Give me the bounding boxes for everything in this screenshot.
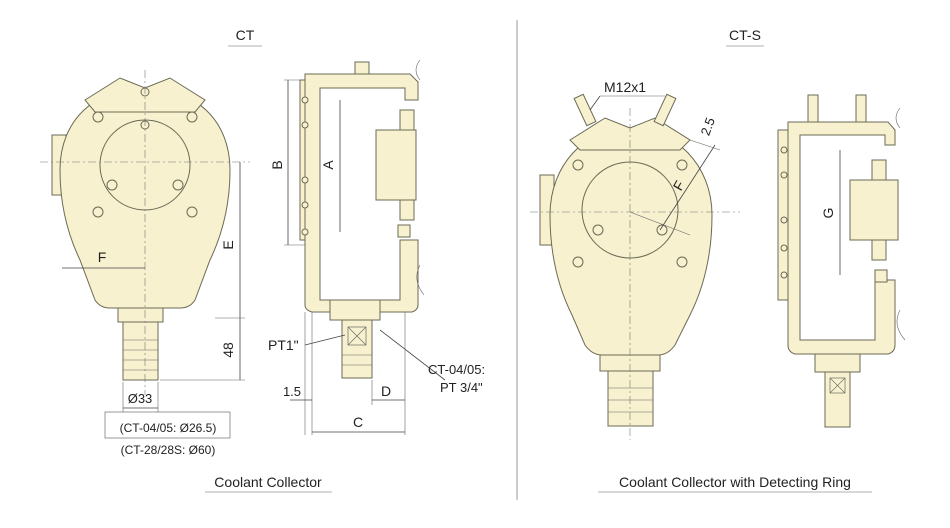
dim-48-label: 48 [220, 342, 236, 358]
bolt [106, 179, 118, 191]
ct-side-view [299, 59, 425, 379]
dim-g-label: G [820, 208, 836, 219]
dim-dia-ct0405: (CT-04/05: Ø26.5) [120, 421, 217, 435]
dim-25-label: 2.5 [698, 115, 718, 137]
cts-outlet-pipe [607, 370, 654, 427]
bolt [172, 179, 184, 191]
bolt [186, 111, 198, 123]
dim-e-label: E [220, 240, 236, 249]
ct-front-view [40, 70, 250, 395]
dim-b-label: B [269, 160, 285, 169]
bolt [186, 206, 198, 218]
dim-d-label: D [381, 383, 391, 399]
cts-front-view [530, 93, 740, 440]
dim-15-label: 1.5 [283, 384, 301, 399]
label-ct0405: CT-04/05: [428, 362, 485, 377]
ct-title: CT [236, 27, 255, 43]
dim-dia-ct28: (CT-28/28S: Ø60) [121, 443, 216, 457]
cts-side-view [777, 94, 906, 428]
dim-dia33: Ø33 [128, 391, 153, 406]
outlet-flange [117, 307, 164, 323]
bolt [92, 111, 104, 123]
dim-a-label: A [320, 160, 336, 170]
dim-f-label: F [98, 249, 107, 265]
label-m12: M12x1 [604, 79, 646, 95]
side-housing [304, 73, 419, 313]
side-window [375, 129, 417, 201]
dim-c-label: C [353, 414, 363, 430]
housing-face-circle [99, 119, 191, 211]
side-outlet-pipe [341, 319, 373, 379]
fitting [653, 93, 677, 127]
ct-caption: Coolant Collector [214, 474, 322, 490]
dia-note-box [104, 411, 231, 439]
label-pt34: PT 3/4" [440, 380, 483, 395]
fitting [573, 93, 597, 127]
cts-caption: Coolant Collector with Detecting Ring [619, 474, 851, 490]
bolt [92, 206, 104, 218]
cts-title: CT-S [729, 27, 761, 43]
outlet-pipe [122, 321, 159, 381]
label-pt1: PT1" [268, 337, 299, 353]
